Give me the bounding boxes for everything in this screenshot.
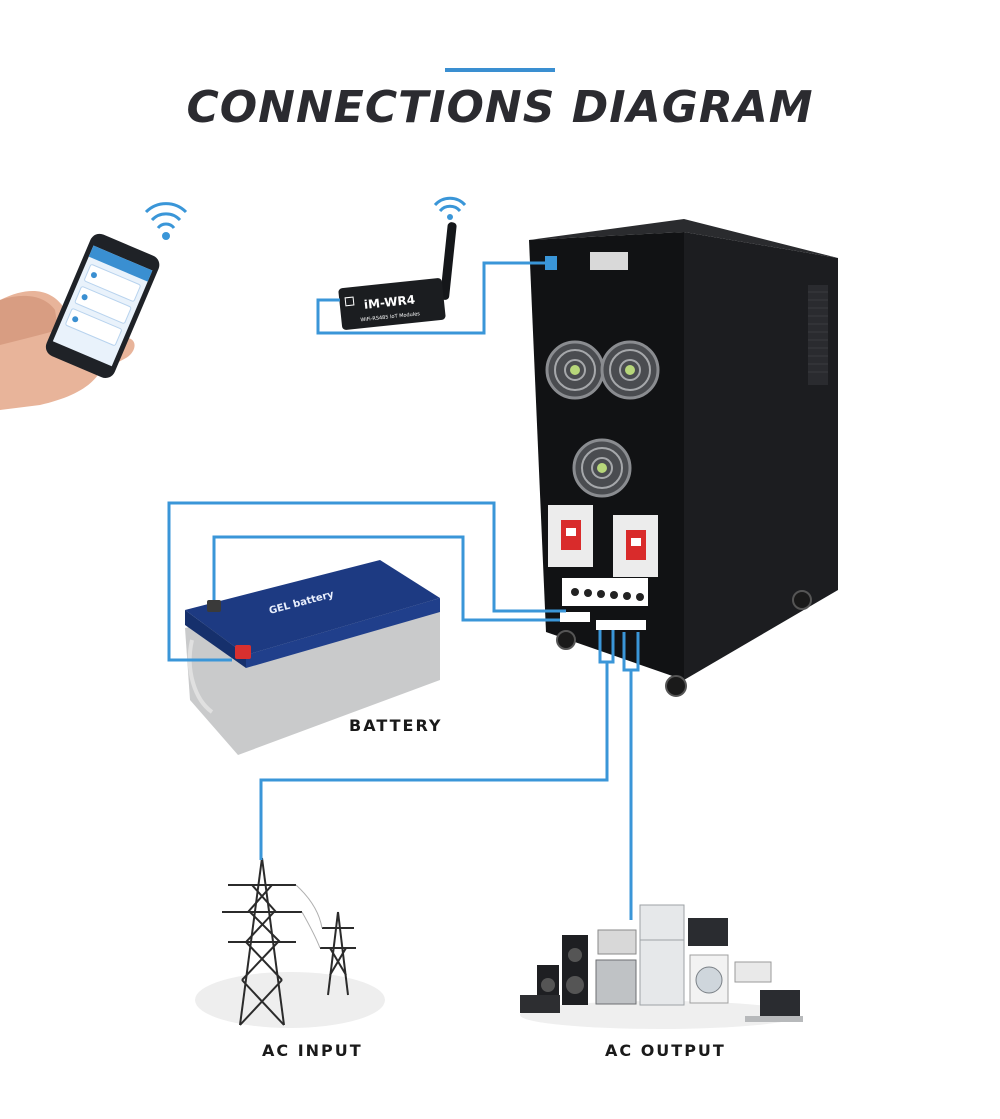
wire-wifi-to-cabinet xyxy=(316,261,555,335)
page-title: CONNECTIONS DIAGRAM xyxy=(186,82,814,133)
wifi-icon xyxy=(433,196,467,220)
smartphone-icon xyxy=(45,233,160,379)
fan-icon xyxy=(600,340,660,400)
breaker-icon xyxy=(548,505,593,567)
title-accent-bar xyxy=(445,68,555,72)
breaker-icon xyxy=(613,515,658,577)
fan-icon xyxy=(545,340,605,400)
ac-output-label: AC OUTPUT xyxy=(605,1041,726,1060)
battery-label: BATTERY xyxy=(349,716,443,735)
appliances-icon xyxy=(520,904,803,1029)
ac-input-label: AC INPUT xyxy=(262,1041,363,1060)
wifi-module-brand: iM-WR4 xyxy=(363,293,416,312)
power-tower-icon xyxy=(195,857,385,1028)
wire-battery-to-cabinet xyxy=(167,501,566,662)
antenna xyxy=(440,222,457,300)
wire-cabinet-to-ac-input xyxy=(259,630,615,860)
wifi-module: iM-WR4 WiFi-RS485 IoT Modules xyxy=(338,196,467,330)
inverter-cabinet xyxy=(529,219,838,697)
wire-cabinet-to-ac-output xyxy=(622,632,640,920)
fan-icon xyxy=(572,438,632,498)
wifi-icon xyxy=(144,202,188,240)
smartphone-in-hand xyxy=(0,202,188,410)
gel-battery: GEL battery xyxy=(185,560,440,755)
